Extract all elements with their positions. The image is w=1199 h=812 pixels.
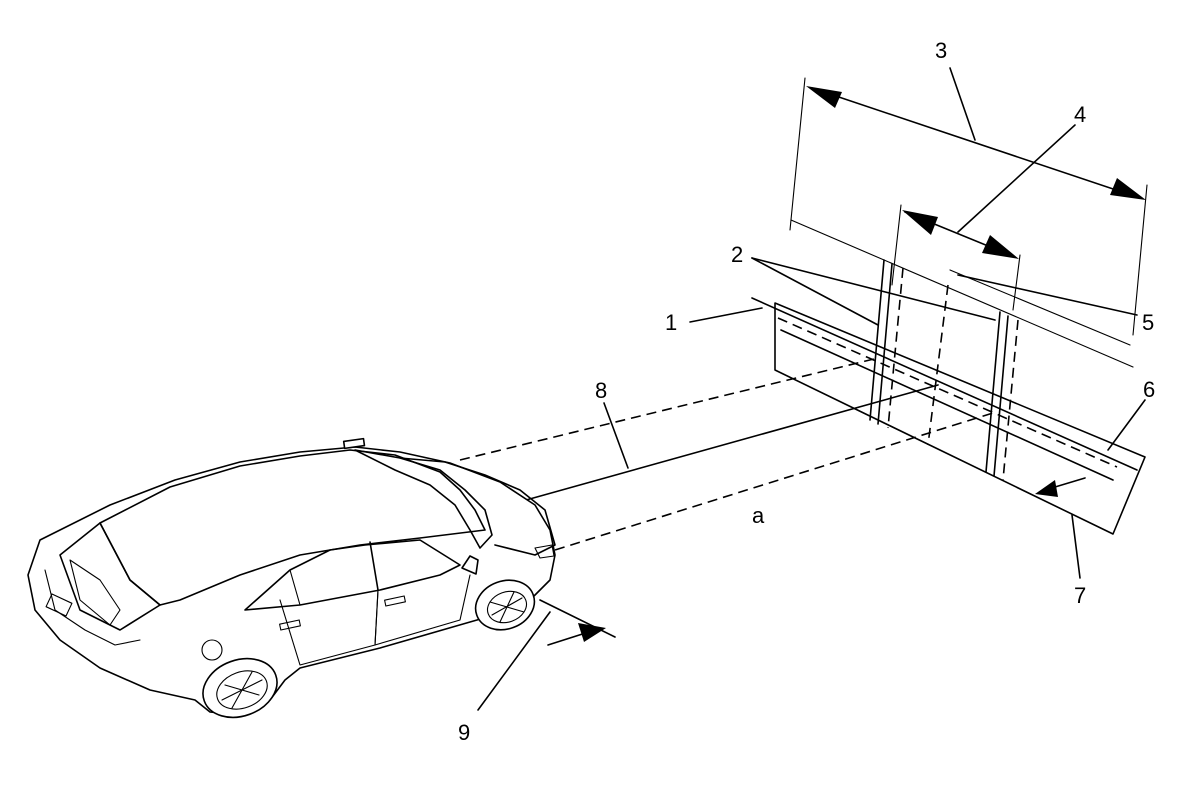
- car-c-pillar: [289, 569, 301, 606]
- car-front-wheel: [474, 579, 536, 631]
- leader-2b: [751, 257, 996, 321]
- car-rear-door-handle: [279, 619, 301, 631]
- dim3-right-extension: [1132, 184, 1148, 336]
- callout-5: 5: [1142, 310, 1154, 335]
- callout-3: 3: [935, 38, 947, 63]
- callout-7: 7: [1074, 583, 1086, 608]
- dimension-3-arrow-left: [806, 86, 842, 108]
- dim4-right-extension: [1012, 254, 1021, 311]
- callout-labels: 1 2 3 4 5 6 7 8 9 a: [458, 38, 1155, 745]
- left-lamp-vertical-dashed: [887, 267, 904, 429]
- vehicle-centerline-vertical: [927, 284, 949, 446]
- car-side-window: [244, 539, 461, 611]
- leader-5: [957, 274, 1138, 316]
- callout-1: 1: [665, 310, 677, 335]
- car-front-door: [374, 574, 471, 646]
- leader-2a: [751, 257, 879, 326]
- car-windshield: [354, 449, 493, 549]
- leader-3: [949, 67, 976, 141]
- car-rear-window: [59, 522, 161, 631]
- right-lamp-vertical-dashed: [1002, 319, 1019, 481]
- vehicle-direction-arrow: [539, 599, 616, 646]
- car-trunk-line: [44, 569, 141, 646]
- vehicle-centerline: [482, 384, 939, 513]
- dimension-4-arrow-left: [902, 210, 938, 235]
- leader-7: [1071, 514, 1081, 579]
- right-beam-dashed: [554, 411, 997, 551]
- leader-4: [957, 124, 1076, 233]
- arrow-9-line: [539, 599, 616, 638]
- floor-arrow-head: [1035, 480, 1058, 497]
- car-antenna: [342, 437, 366, 450]
- screen-outline: [774, 302, 1146, 535]
- leader-lines: [477, 67, 1146, 711]
- vehicle: [27, 437, 556, 719]
- car-front-door-handle: [384, 595, 406, 607]
- right-lamp-vertical-b: [993, 315, 1009, 477]
- projection-lines: [459, 357, 997, 551]
- screen-top-line-2: [949, 269, 1131, 346]
- callout-6: 6: [1143, 377, 1155, 402]
- dim3-left-extension: [789, 77, 806, 231]
- screen-line-6: [780, 329, 1114, 481]
- dimension-3-arrow-right: [1110, 178, 1146, 200]
- car-b-pillar: [369, 541, 379, 591]
- leader-6: [1107, 399, 1146, 451]
- callout-9: 9: [458, 720, 470, 745]
- left-lamp-vertical-b: [877, 263, 893, 425]
- car-roof: [99, 449, 486, 606]
- car-side-mirror: [461, 555, 479, 575]
- left-beam-dashed: [459, 357, 879, 461]
- car-tail-light: [69, 559, 121, 626]
- dim4-left-extension: [891, 204, 902, 286]
- callout-4: 4: [1074, 102, 1086, 127]
- right-lamp-vertical-a: [985, 311, 1001, 473]
- car-headlamp: [534, 544, 555, 559]
- leader-9: [477, 611, 551, 711]
- callout-2: 2: [731, 242, 743, 267]
- distance-label-a: a: [752, 503, 765, 528]
- car-license-plate: [45, 593, 73, 617]
- screen-top-line: [790, 219, 1134, 368]
- arrow-9-head: [578, 623, 606, 642]
- screen-line-1: [751, 297, 1138, 471]
- car-hood: [399, 457, 556, 556]
- screen-dashed-line: [777, 317, 1118, 468]
- dimension-3-line: [811, 87, 1141, 199]
- callout-8: 8: [595, 378, 607, 403]
- aiming-screen: [751, 77, 1148, 535]
- left-lamp-vertical-a: [869, 259, 885, 421]
- leader-8: [603, 402, 629, 469]
- leader-1: [689, 307, 763, 323]
- dimension-4-arrow-right: [982, 235, 1019, 259]
- car-rear-wheel: [202, 657, 278, 719]
- car-fuel-door: [201, 639, 223, 661]
